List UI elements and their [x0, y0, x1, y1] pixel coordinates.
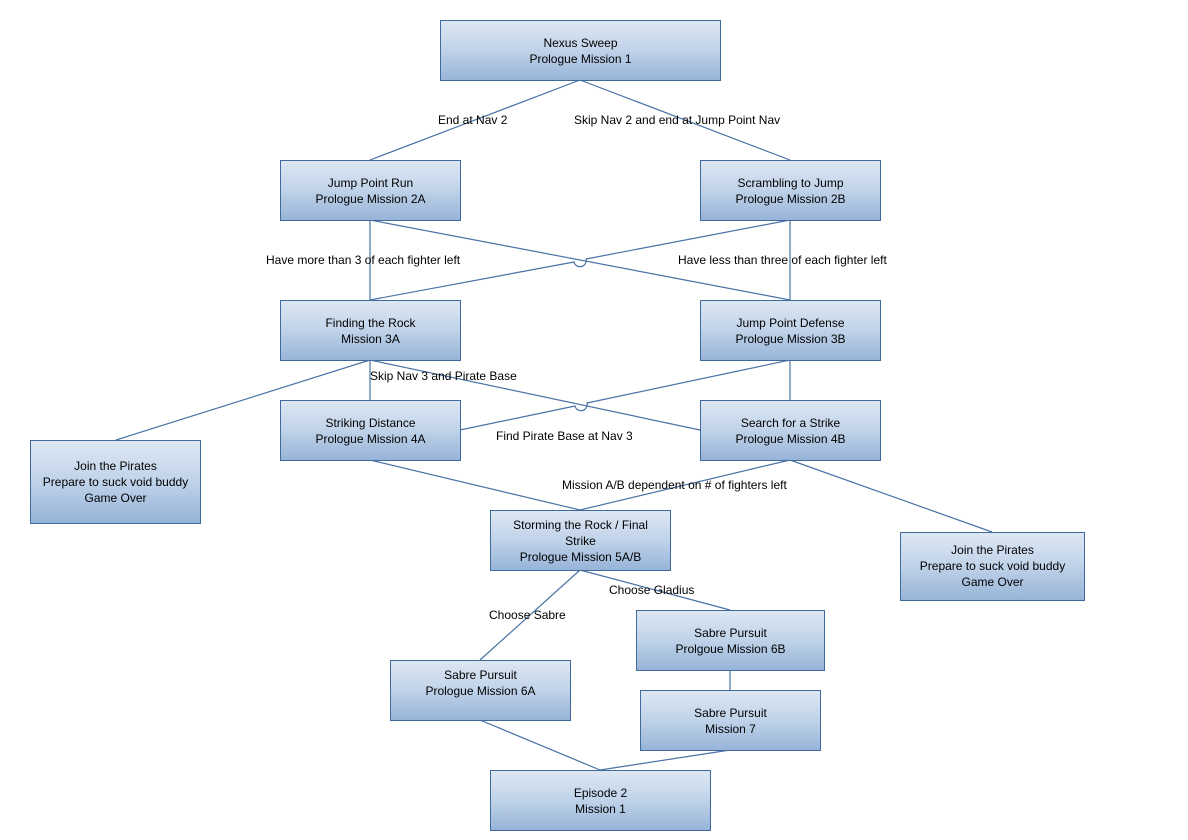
node-subtitle: Mission 1 — [575, 801, 626, 816]
node-scrambling-to-jump[interactable]: Scrambling to Jump Prologue Mission 2B — [700, 160, 881, 221]
node-title: Jump Point Run — [327, 175, 414, 190]
connector-2a-to-3b — [369, 219, 791, 301]
node-storming-the-rock[interactable]: Storming the Rock / Final Strike Prologu… — [490, 510, 671, 571]
connector-4b-to-pirates-right — [789, 459, 993, 533]
node-subtitle: Prologue Mission 3B — [735, 331, 846, 346]
node-join-pirates-left[interactable]: Join the Pirates Prepare to suck void bu… — [30, 440, 201, 524]
node-finding-the-rock[interactable]: Finding the Rock Mission 3A — [280, 300, 461, 361]
node-subtitle: Prologue Mission 5A/B — [519, 549, 642, 564]
node-title: Sabre Pursuit — [444, 668, 517, 682]
edge-label-choose-sabre: Choose Sabre — [489, 608, 566, 622]
node-join-pirates-right[interactable]: Join the Pirates Prepare to suck void bu… — [900, 532, 1085, 601]
connector-5-to-6a — [479, 569, 581, 661]
node-subtitle: Prologue Mission 4B — [735, 431, 846, 446]
connector-7-to-ep2 — [599, 749, 731, 771]
node-sabre-pursuit-6a[interactable]: Sabre Pursuit Prologue Mission 6A — [390, 660, 571, 721]
node-jump-point-run[interactable]: Jump Point Run Prologue Mission 2A — [280, 160, 461, 221]
node-nexus-sweep[interactable]: Nexus Sweep Prologue Mission 1 — [440, 20, 721, 81]
node-status: Game Over — [961, 575, 1024, 589]
connector-4b-to-5 — [579, 459, 791, 511]
node-title: Finding the Rock — [325, 315, 416, 330]
node-subtitle: Prologue Mission 1 — [529, 51, 632, 66]
node-jump-point-defense[interactable]: Jump Point Defense Prologue Mission 3B — [700, 300, 881, 361]
connector-3a-to-4b — [369, 359, 701, 431]
node-striking-distance[interactable]: Striking Distance Prologue Mission 4A — [280, 400, 461, 461]
node-title: Storming the Rock / Final — [513, 517, 648, 532]
node-title: Nexus Sweep — [543, 35, 618, 50]
node-title: Sabre Pursuit — [694, 705, 767, 720]
node-subtitle: Prologue Mission 4A — [315, 431, 426, 446]
edge-label-more-than-3: Have more than 3 of each fighter left — [266, 253, 461, 267]
node-subtitle: Prolgoue Mission 6B — [675, 641, 786, 656]
connector-6a-to-ep2 — [479, 719, 601, 771]
node-subtitle: Prepare to suck void buddy — [42, 475, 189, 489]
node-title: Jump Point Defense — [736, 315, 845, 330]
node-title: Striking Distance — [325, 415, 416, 430]
edge-label-ab-dependent: Mission A/B dependent on # of fighters l… — [562, 478, 787, 492]
node-search-for-a-strike[interactable]: Search for a Strike Prologue Mission 4B — [700, 400, 881, 461]
node-sabre-pursuit-6b[interactable]: Sabre Pursuit Prolgoue Mission 6B — [636, 610, 825, 671]
node-subtitle: Prologue Mission 2A — [315, 191, 426, 206]
edge-label-choose-gladius: Choose Gladius — [609, 583, 695, 597]
node-title-cont: Strike — [565, 533, 596, 548]
connector-3b-to-4a — [459, 359, 791, 431]
node-title: Episode 2 — [573, 785, 628, 800]
edge-label-find-pirate-base: Find Pirate Base at Nav 3 — [496, 429, 633, 443]
node-status: Game Over — [84, 491, 147, 505]
connector-1-to-2b — [579, 79, 791, 161]
connector-5-to-6b — [579, 569, 731, 611]
node-subtitle: Prologue Mission 6A — [425, 684, 536, 698]
node-title: Join the Pirates — [74, 459, 157, 473]
node-subtitle: Mission 7 — [705, 721, 756, 736]
node-title: Search for a Strike — [740, 415, 841, 430]
edge-label-less-than-3: Have less than three of each fighter lef… — [678, 253, 887, 267]
connector-4a-to-5 — [369, 459, 581, 511]
node-episode-2[interactable]: Episode 2 Mission 1 — [490, 770, 711, 831]
node-title: Join the Pirates — [951, 543, 1034, 557]
node-subtitle: Mission 3A — [341, 331, 400, 346]
edge-label-skip-nav2: Skip Nav 2 and end at Jump Point Nav — [574, 113, 781, 127]
node-subtitle: Prepare to suck void buddy — [919, 559, 1066, 573]
edge-label-skip-nav3: Skip Nav 3 and Pirate Base — [370, 369, 517, 383]
edge-label-end-nav2: End at Nav 2 — [438, 113, 508, 127]
connector-2b-to-3a — [369, 219, 791, 301]
connector-1-to-2a — [369, 79, 581, 161]
node-title: Sabre Pursuit — [694, 625, 767, 640]
node-sabre-pursuit-7[interactable]: Sabre Pursuit Mission 7 — [640, 690, 821, 751]
node-subtitle: Prologue Mission 2B — [735, 191, 846, 206]
connector-3a-to-pirates-left — [115, 359, 371, 441]
node-title: Scrambling to Jump — [737, 175, 844, 190]
